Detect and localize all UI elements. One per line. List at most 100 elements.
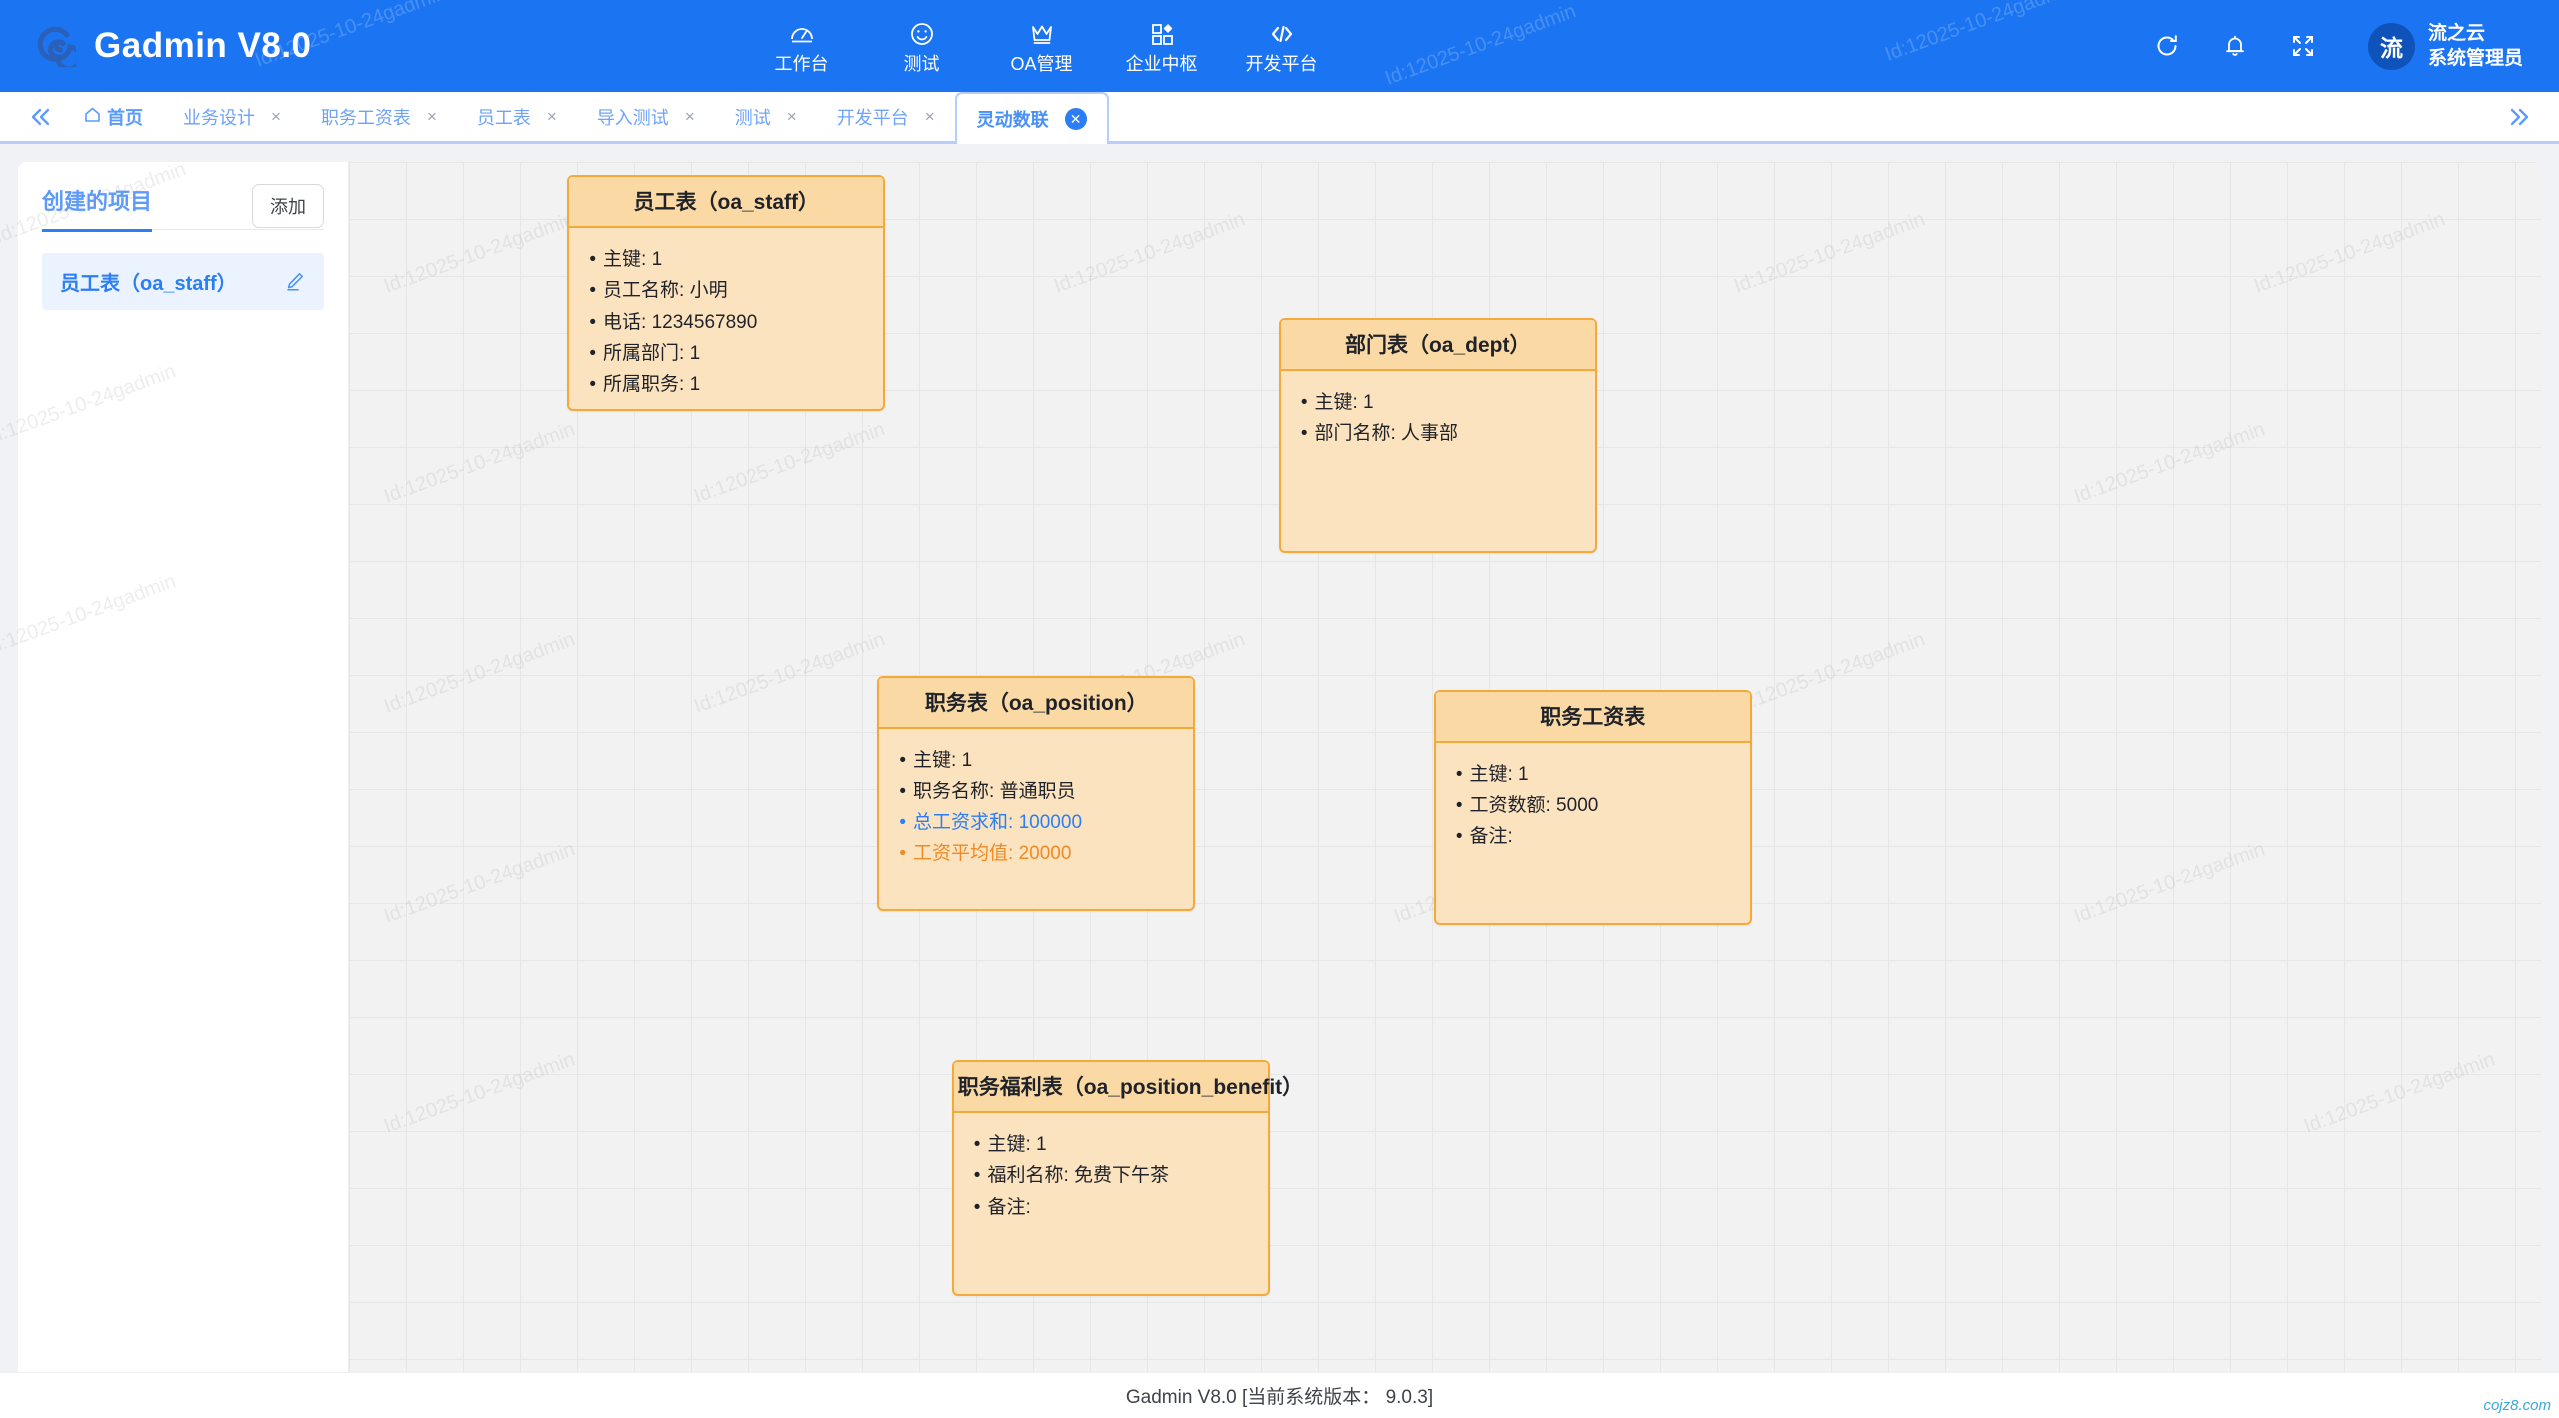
node-oa-dept[interactable]: 部门表（oa_dept） •主键: 1 •部门名称: 人事部	[1278, 317, 1597, 554]
app-footer: Gadmin V8.0 [当前系统版本： 9.0.3] cojz8.com	[0, 1372, 2559, 1418]
node-row-text: 总工资求和: 100000	[913, 812, 1083, 834]
close-icon[interactable]: ✕	[1064, 108, 1087, 130]
node-row: •主键: 1	[899, 749, 973, 771]
node-row: •所属职务: 1	[589, 374, 701, 396]
watermark: Id:12025-10-24gadmin	[0, 570, 179, 660]
close-icon[interactable]: ×	[546, 106, 557, 126]
pencil-edit-icon[interactable]	[285, 271, 306, 292]
node-row-text: 所属部门: 1	[603, 342, 701, 364]
node-row: •职务名称: 普通职员	[899, 780, 1076, 802]
close-icon[interactable]: ×	[924, 106, 935, 126]
fullscreen-icon[interactable]	[2288, 31, 2318, 61]
node-body: •主键: 1 •部门名称: 人事部	[1281, 371, 1595, 464]
app-header: Id:12025-10-24gadmin Id:12025-10-24gadmi…	[0, 0, 2559, 92]
node-row: •主键: 1	[973, 1134, 1047, 1156]
tab-label: 导入测试	[596, 107, 669, 128]
node-row: •部门名称: 人事部	[1300, 422, 1459, 444]
tab-bar: 首页 业务设计 × 职务工资表 × 员工表 × 导入测试 × 测试 × 开发平台…	[0, 92, 2559, 144]
user-role: 系统管理员	[2427, 48, 2523, 69]
brand-title: Gadmin V8.0	[94, 26, 312, 65]
node-row-text: 部门名称: 人事部	[1314, 422, 1459, 444]
main-nav: 工作台 测试	[742, 0, 1342, 92]
node-oa-staff[interactable]: 员工表（oa_staff） •主键: 1 •员工名称: 小明 •电话: 1234…	[567, 175, 886, 414]
node-row: •备注:	[973, 1196, 1031, 1218]
node-row-text: 主键: 1	[913, 749, 973, 771]
node-row-text: 工资数额: 5000	[1469, 794, 1599, 816]
nav-item-enterprise-hub[interactable]: 企业中枢	[1102, 0, 1222, 92]
node-row-text: 电话: 1234567890	[603, 311, 758, 333]
nav-label: 工作台	[774, 53, 829, 74]
node-body: •主键: 1 •职务名称: 普通职员 •总工资求和: 100000 •工资平均值…	[879, 729, 1193, 884]
node-body: •主键: 1 •工资数额: 5000 •备注:	[1436, 743, 1750, 867]
node-row: •主键: 1	[1455, 763, 1529, 785]
apps-grid-icon	[1148, 20, 1176, 48]
node-title: 职务福利表（oa_position_benefit）	[953, 1062, 1303, 1114]
tab-position-salary[interactable]: 职务工资表 ×	[301, 92, 457, 141]
nav-item-dev-platform[interactable]: 开发平台	[1222, 0, 1342, 92]
nav-item-workbench[interactable]: 工作台	[742, 0, 862, 92]
tab-business-design[interactable]: 业务设计 ×	[163, 92, 301, 141]
user-info: 流之云 系统管理员	[2428, 22, 2523, 70]
node-body: •主键: 1 •福利名称: 免费下午茶 •备注:	[954, 1113, 1268, 1237]
node-oa-position-salary[interactable]: 职务工资表 •主键: 1 •工资数额: 5000 •备注:	[1433, 689, 1752, 926]
node-row-text: 所属职务: 1	[603, 374, 701, 396]
chevron-double-right-icon[interactable]	[2495, 92, 2543, 141]
node-body: •主键: 1 •员工名称: 小明 •电话: 1234567890 •所属部门: …	[569, 228, 883, 414]
page-body: 创建的项目 添加 员工表（oa_staff） Id:12025-10-24gad…	[0, 144, 2559, 1372]
code-brackets-icon	[1268, 20, 1296, 48]
user-menu[interactable]: 流 流之云 系统管理员	[2367, 22, 2523, 70]
tab-lingdong-shulian[interactable]: 灵动数联 ✕	[954, 92, 1109, 144]
node-row-text: 备注:	[1469, 826, 1513, 848]
node-row-text: 备注:	[987, 1196, 1031, 1218]
node-row-text: 工资平均值: 20000	[913, 843, 1072, 865]
header-actions: 流 流之云 系统管理员	[2152, 22, 2559, 70]
nav-label: 测试	[903, 53, 940, 74]
sidebar-item-label: 员工表（oa_staff）	[60, 273, 237, 295]
close-icon[interactable]: ×	[786, 106, 797, 126]
project-sidebar: 创建的项目 添加 员工表（oa_staff） Id:12025-10-24gad…	[0, 158, 348, 1372]
nav-label: 开发平台	[1245, 53, 1318, 74]
node-row-text: 主键: 1	[1469, 763, 1529, 785]
node-row: •主键: 1	[589, 249, 663, 270]
node-oa-position[interactable]: 职务表（oa_position） •主键: 1 •职务名称: 普通职员 •总工资…	[877, 675, 1196, 912]
close-icon[interactable]: ×	[684, 106, 695, 126]
chevron-double-left-icon[interactable]	[16, 92, 64, 141]
avatar: 流	[2367, 22, 2415, 70]
tab-label: 测试	[734, 107, 771, 128]
nav-item-test[interactable]: 测试	[862, 0, 982, 92]
node-title: 职务工资表	[1435, 691, 1750, 743]
tab-import-test[interactable]: 导入测试 ×	[577, 92, 715, 141]
tab-label: 职务工资表	[320, 107, 411, 128]
tab-label: 灵动数联	[976, 110, 1049, 130]
node-row: •员工名称: 小明	[589, 280, 728, 302]
sidebar-divider	[42, 229, 324, 230]
node-row: •备注:	[1455, 826, 1513, 848]
nav-label: OA管理	[1010, 53, 1073, 74]
diagram-canvas-wrapper[interactable]: Id:12025-10-24gadmin Id:12025-10-24gadmi…	[348, 162, 2541, 1372]
footer-watermark: cojz8.com	[2483, 1397, 2551, 1414]
node-row: •工资平均值: 20000	[899, 843, 1072, 865]
node-row-text: 主键: 1	[603, 249, 663, 270]
node-row-text: 主键: 1	[1314, 391, 1374, 413]
close-icon[interactable]: ×	[426, 106, 437, 126]
node-row-text: 主键: 1	[987, 1134, 1047, 1156]
dashboard-gauge-icon	[788, 20, 816, 48]
brand[interactable]: Gadmin V8.0	[0, 25, 312, 72]
node-row: •总工资求和: 100000	[899, 812, 1083, 834]
sidebar-item-oa-staff[interactable]: 员工表（oa_staff）	[42, 253, 324, 310]
node-row: •工资数额: 5000	[1455, 794, 1599, 816]
close-icon[interactable]: ×	[271, 106, 281, 126]
bell-icon[interactable]	[2220, 31, 2250, 61]
add-button[interactable]: 添加	[252, 184, 324, 228]
tab-dev-platform[interactable]: 开发平台 ×	[817, 92, 955, 141]
tab-staff[interactable]: 员工表 ×	[457, 92, 577, 141]
node-oa-position-benefit[interactable]: 职务福利表（oa_position_benefit） •主键: 1 •福利名称:…	[951, 1060, 1303, 1296]
refresh-icon[interactable]	[2152, 31, 2182, 61]
nav-item-oa[interactable]: OA管理	[982, 0, 1102, 92]
node-row-text: 员工名称: 小明	[603, 280, 728, 302]
tab-test[interactable]: 测试 ×	[715, 92, 817, 141]
node-row: •主键: 1	[1300, 391, 1374, 413]
nav-label: 企业中枢	[1125, 53, 1198, 74]
smiley-face-icon	[908, 20, 936, 48]
tab-home[interactable]: 首页	[64, 92, 163, 141]
